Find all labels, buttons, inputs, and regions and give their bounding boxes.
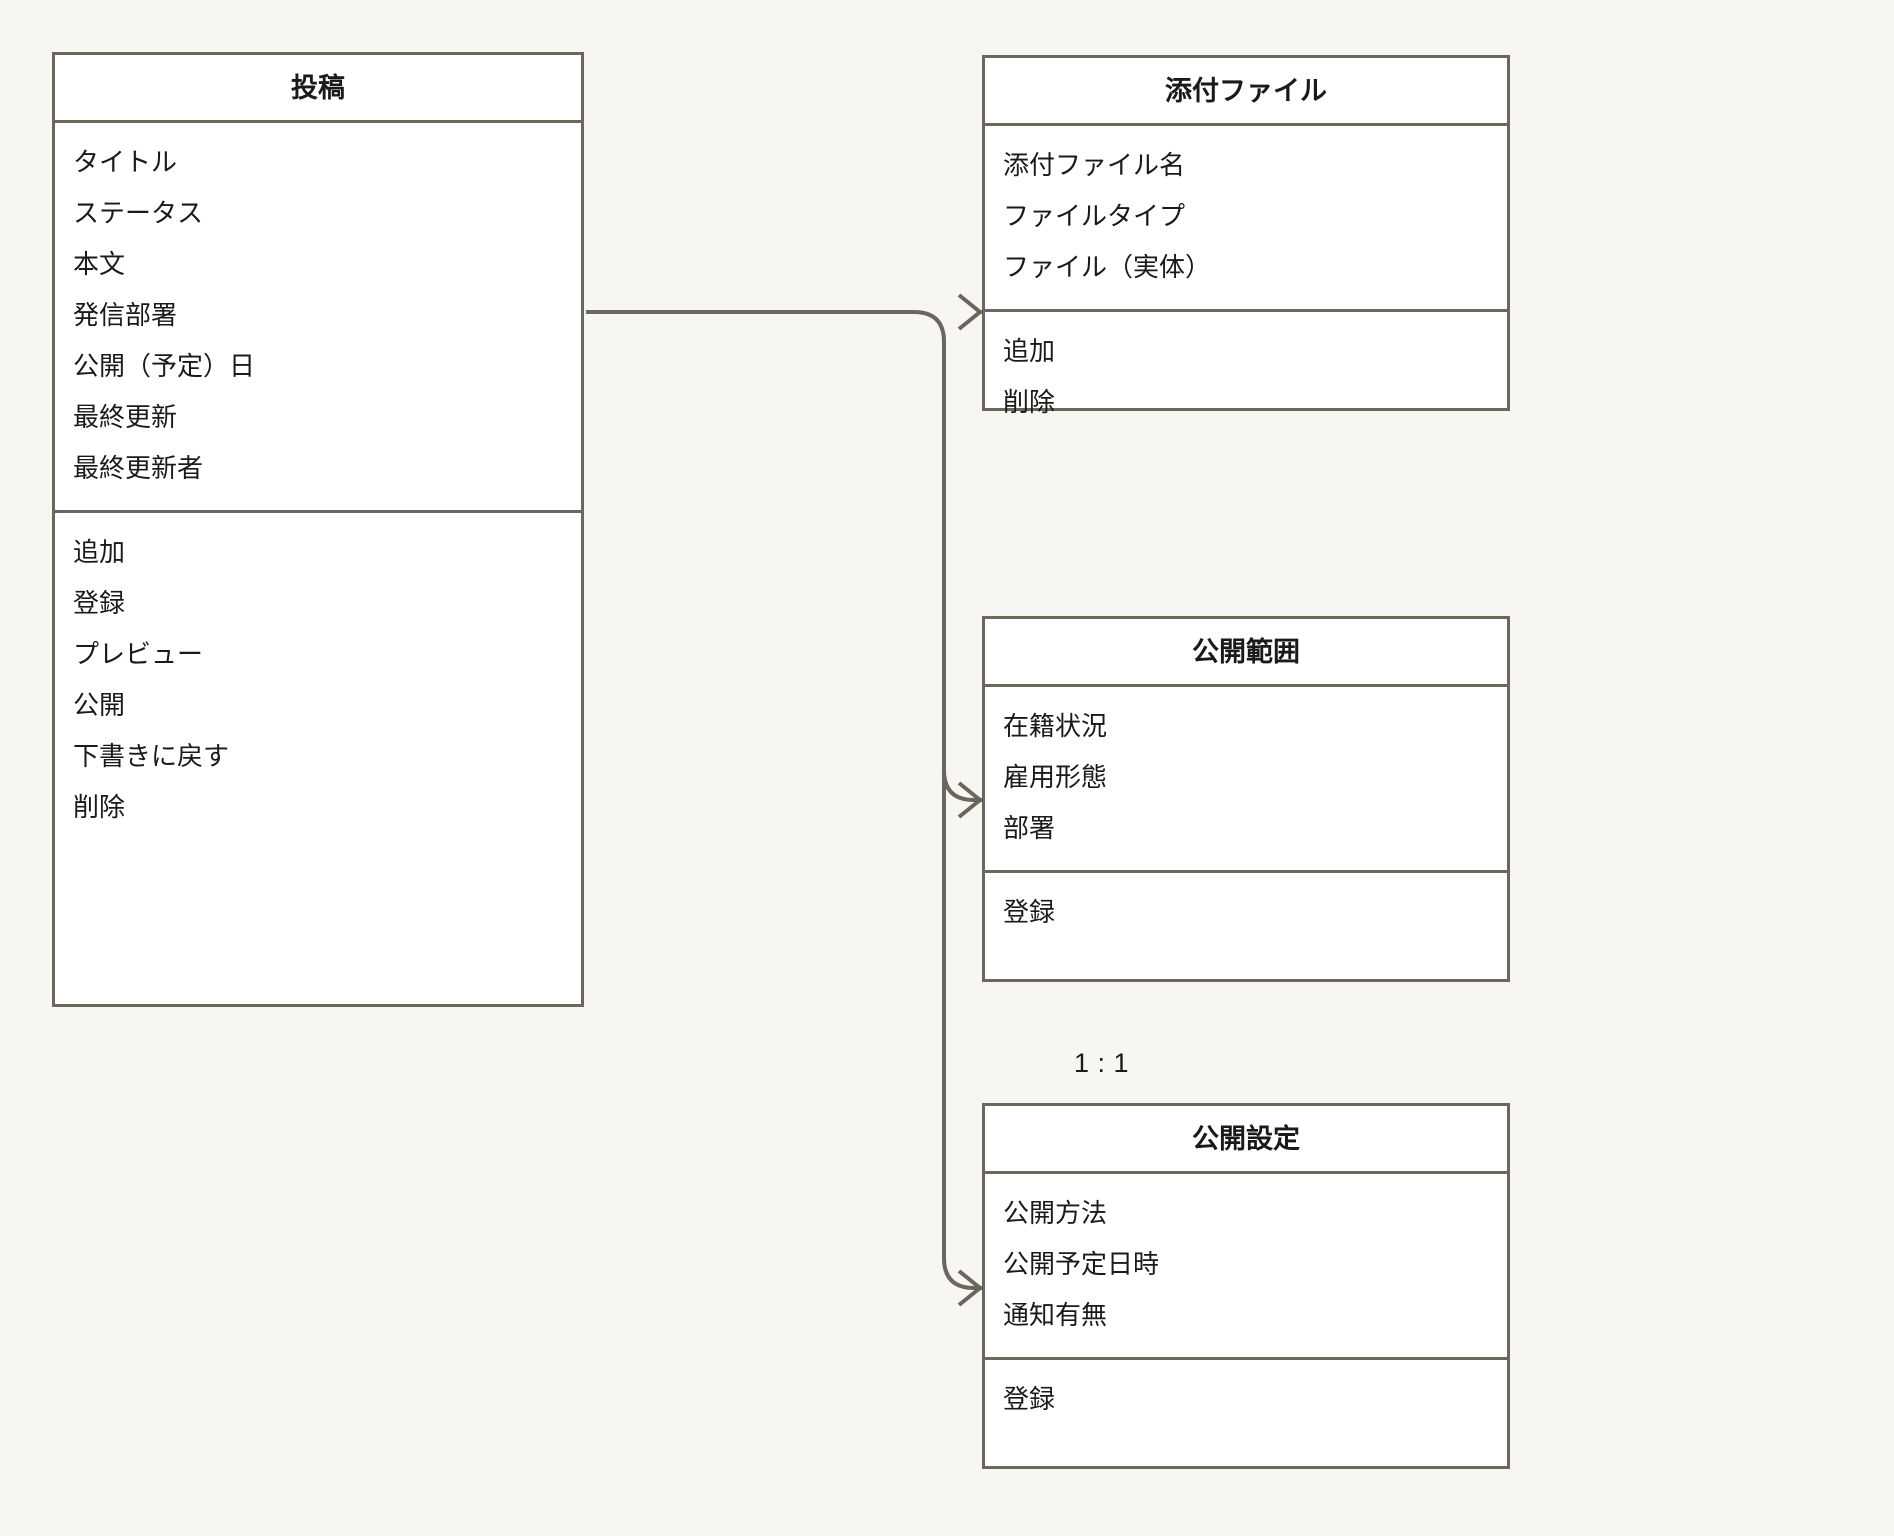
attribute-row: ファイルタイプ bbox=[1003, 201, 1186, 231]
operation-row: 登録 bbox=[1003, 897, 1056, 927]
class-box-post[interactable]: 投稿 タイトル ステータス 本文 発信部署 公開（予定）日 最終更新 最終更新者… bbox=[52, 52, 584, 1007]
attribute-row: 最終更新者 bbox=[73, 453, 204, 483]
class-title-post: 投稿 bbox=[55, 55, 581, 123]
operations-compartment-attachment: 追加 削除 bbox=[985, 309, 1507, 444]
operations-compartment-scope: 登録 bbox=[985, 870, 1507, 954]
operation-row: 削除 bbox=[1003, 387, 1056, 417]
attribute-row: タイトル bbox=[73, 147, 178, 177]
attributes-compartment-settings: 公開方法 公開予定日時 通知有無 bbox=[985, 1174, 1507, 1357]
attribute-row: 在籍状況 bbox=[1003, 711, 1108, 741]
attribute-row: 本文 bbox=[73, 249, 126, 279]
operation-row: 登録 bbox=[73, 588, 126, 618]
attribute-row: ステータス bbox=[73, 198, 204, 228]
multiplicity-label-settings: 1 : 1 bbox=[1074, 1048, 1130, 1078]
operation-row: 登録 bbox=[1003, 1384, 1056, 1414]
attribute-row: 公開（予定）日 bbox=[73, 351, 256, 381]
class-title-scope: 公開範囲 bbox=[985, 619, 1507, 687]
class-box-attachment[interactable]: 添付ファイル 添付ファイル名 ファイルタイプ ファイル（実体） 追加 削除 bbox=[982, 55, 1510, 415]
attributes-compartment-scope: 在籍状況 雇用形態 部署 bbox=[985, 687, 1507, 870]
attribute-row: 発信部署 bbox=[73, 300, 178, 330]
class-title-attachment: 添付ファイル bbox=[985, 58, 1507, 126]
attribute-row: 最終更新 bbox=[73, 402, 178, 432]
attribute-row: 添付ファイル名 bbox=[1003, 150, 1186, 180]
attribute-row: 公開予定日時 bbox=[1003, 1249, 1160, 1279]
arrowhead-scope-icon bbox=[957, 781, 984, 819]
class-box-settings[interactable]: 公開設定 公開方法 公開予定日時 通知有無 登録 bbox=[982, 1103, 1510, 1469]
attribute-row: 公開方法 bbox=[1003, 1198, 1108, 1228]
operations-compartment-settings: 登録 bbox=[985, 1357, 1507, 1441]
attribute-row: 部署 bbox=[1003, 813, 1056, 843]
operation-row: 下書きに戻す bbox=[73, 741, 230, 771]
attribute-row: ファイル（実体） bbox=[1003, 252, 1212, 282]
class-box-scope[interactable]: 公開範囲 在籍状況 雇用形態 部署 登録 bbox=[982, 616, 1510, 982]
connector-trunk bbox=[586, 310, 1045, 1290]
operation-row: 公開 bbox=[73, 690, 126, 720]
arrowhead-settings-icon bbox=[957, 1269, 984, 1307]
operation-row: 追加 bbox=[1003, 336, 1056, 366]
operation-row: 削除 bbox=[73, 792, 126, 822]
class-title-settings: 公開設定 bbox=[985, 1106, 1507, 1174]
attributes-compartment-post: タイトル ステータス 本文 発信部署 公開（予定）日 最終更新 最終更新者 bbox=[55, 123, 581, 510]
attribute-row: 雇用形態 bbox=[1003, 762, 1108, 792]
operation-row: 追加 bbox=[73, 537, 126, 567]
operation-row: プレビュー bbox=[73, 639, 204, 669]
attributes-compartment-attachment: 添付ファイル名 ファイルタイプ ファイル（実体） bbox=[985, 126, 1507, 309]
arrowhead-attachment-icon bbox=[957, 293, 984, 331]
operations-compartment-post: 追加 登録 プレビュー 公開 下書きに戻す 削除 bbox=[55, 510, 581, 849]
attribute-row: 通知有無 bbox=[1003, 1300, 1108, 1330]
